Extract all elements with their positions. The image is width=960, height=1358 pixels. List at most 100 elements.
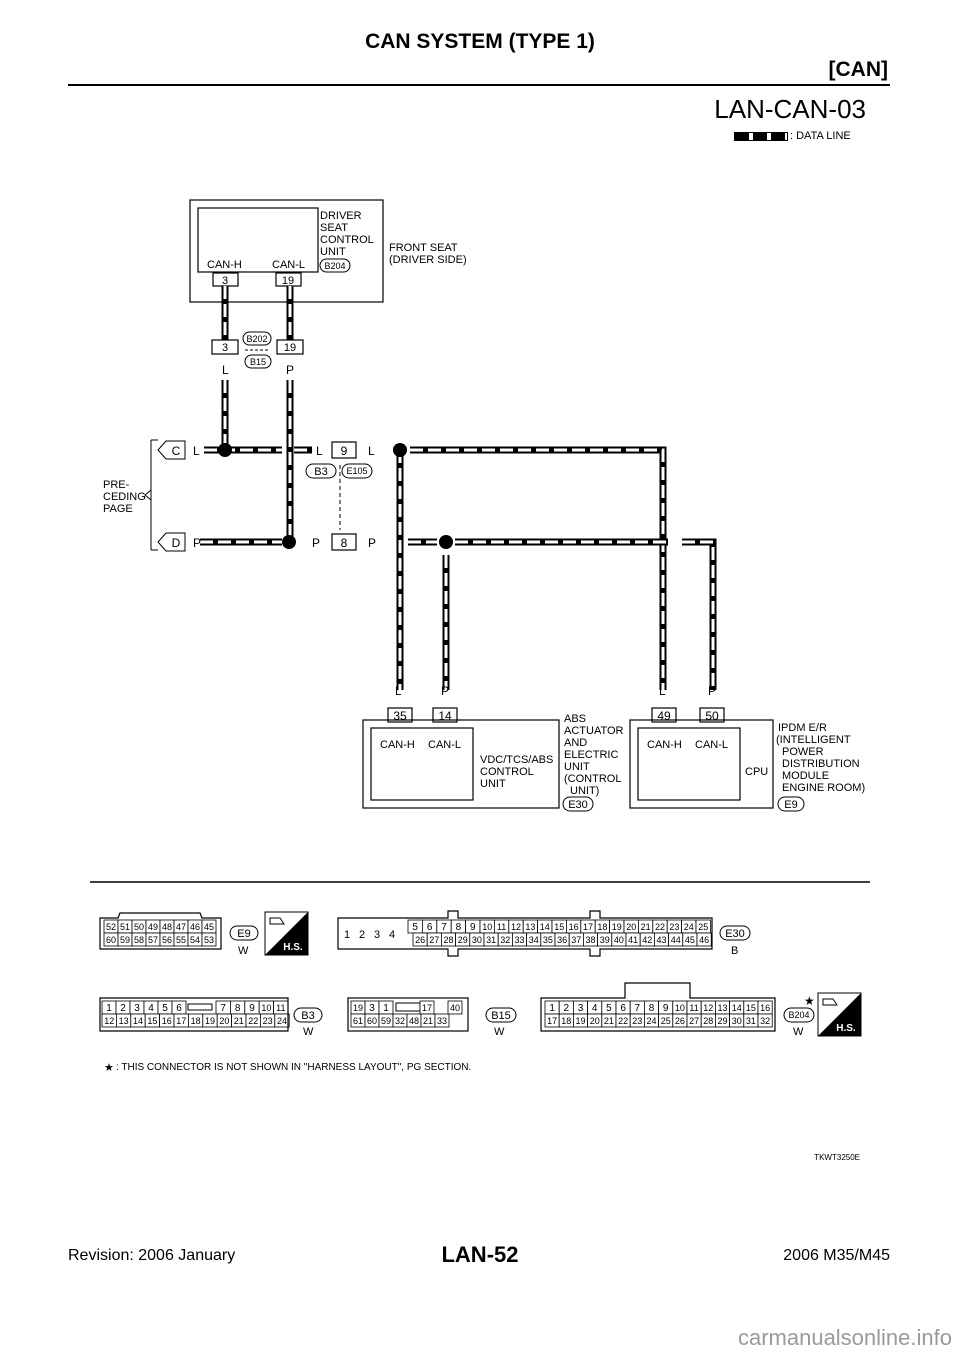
- hs-icon-label-2: H.S.: [836, 1023, 856, 1034]
- pin-e30-21: 21: [641, 922, 651, 932]
- pin-e30-35: 35: [543, 935, 553, 945]
- ipdm-can-h-label: CAN-H: [647, 739, 682, 751]
- b204-star-marker: ★: [804, 994, 815, 1008]
- pin-e30-37: 37: [571, 935, 581, 945]
- pin-e30-38: 38: [585, 935, 595, 945]
- driver-seat-pin-l: 19: [282, 275, 294, 287]
- pin-e9-49: 49: [148, 922, 158, 932]
- abs-can-h-label: CAN-H: [380, 739, 415, 751]
- e30-name: E30: [725, 928, 745, 940]
- pin-e30-30: 30: [472, 935, 482, 945]
- pin-e30-43: 43: [656, 935, 666, 945]
- wire-color-d-p: P: [193, 536, 201, 550]
- wire-color-c-l: L: [193, 444, 200, 458]
- pin-b3-24: 24: [277, 1016, 287, 1026]
- pin-e9-51: 51: [120, 922, 130, 932]
- pin-b204-27: 27: [689, 1016, 699, 1026]
- pin-e30-4: 4: [389, 929, 395, 941]
- preceding-label-line1: PRE-: [103, 479, 130, 491]
- footnote-text: : THIS CONNECTOR IS NOT SHOWN IN "HARNES…: [116, 1062, 471, 1073]
- pin-b3-10: 10: [261, 1003, 271, 1013]
- pin-b3-2: 2: [120, 1003, 126, 1014]
- ipdm-name-line3: POWER: [782, 746, 824, 758]
- wire-color-abs-p: P: [441, 684, 449, 698]
- pin-e30-27: 27: [429, 935, 439, 945]
- pin-e9-47: 47: [176, 922, 186, 932]
- pin-b204-13: 13: [717, 1003, 727, 1013]
- pin-b204-19: 19: [575, 1016, 585, 1026]
- pin-e9-59: 59: [120, 935, 130, 945]
- b15-color: W: [494, 1026, 505, 1038]
- pin-e30-2: 2: [359, 929, 365, 941]
- pin-b204-12: 12: [703, 1003, 713, 1013]
- pin-e30-7: 7: [441, 922, 447, 933]
- abs-unit-line3: UNIT: [480, 778, 506, 790]
- pin-e30-8: 8: [456, 922, 462, 933]
- b15-name: B15: [491, 1010, 511, 1022]
- abs-name-line5: UNIT: [564, 761, 590, 773]
- pin-b15-60: 60: [367, 1016, 377, 1026]
- hs-icon: H.S.: [264, 911, 309, 956]
- wire-color-8-left: P: [312, 536, 320, 550]
- pin-b3-7: 7: [220, 1003, 226, 1014]
- driver-seat-name-line2: SEAT: [320, 222, 348, 234]
- abs-unit-line2: CONTROL: [480, 766, 534, 778]
- header-divider: [68, 84, 890, 86]
- pin-b3-8: 8: [235, 1003, 241, 1014]
- pin-e9-46: 46: [190, 922, 200, 932]
- pin-e30-29: 29: [458, 935, 468, 945]
- ipdm-cpu-label: CPU: [745, 766, 768, 778]
- pin-b204-29: 29: [717, 1016, 727, 1026]
- pin-b204-30: 30: [732, 1016, 742, 1026]
- pin-b204-8: 8: [649, 1003, 655, 1014]
- data-line-legend-swatch: [734, 132, 788, 141]
- pin-b204-31: 31: [746, 1016, 756, 1026]
- pin-e30-33: 33: [514, 935, 524, 945]
- pin-b15-40: 40: [450, 1003, 460, 1013]
- diagram-code: TKWT3250E: [814, 1153, 860, 1162]
- pin-b204-3: 3: [578, 1003, 584, 1014]
- pin-b3-1: 1: [106, 1003, 112, 1014]
- pin-e30-17: 17: [583, 922, 593, 932]
- pin-e9-57: 57: [148, 935, 158, 945]
- pin-b3-5: 5: [162, 1003, 168, 1014]
- pin-e9-56: 56: [162, 935, 172, 945]
- pin-b204-32: 32: [760, 1016, 770, 1026]
- driver-seat-can-l-label: CAN-L: [272, 259, 305, 271]
- b202-pin-l: 3: [222, 342, 228, 354]
- pin-b204-6: 6: [620, 1003, 626, 1014]
- abs-name-line4: ELECTRIC: [564, 749, 618, 761]
- wire-color-9-left: L: [316, 444, 323, 458]
- footer-page-number: LAN-52: [441, 1242, 519, 1267]
- can-data-lines: [200, 286, 717, 690]
- splice-points: [218, 443, 453, 549]
- pin-b204-1: 1: [549, 1003, 555, 1014]
- ipdm-can-l-label: CAN-L: [695, 739, 728, 751]
- pin-b204-14: 14: [732, 1003, 742, 1013]
- pin-b15-19: 19: [353, 1003, 363, 1013]
- e9-color: W: [238, 945, 249, 957]
- b3-name: B3: [301, 1010, 314, 1022]
- pin-b204-28: 28: [703, 1016, 713, 1026]
- pin-b15-61: 61: [353, 1016, 363, 1026]
- pin-e30-34: 34: [529, 935, 539, 945]
- pin-e30-9: 9: [470, 922, 476, 933]
- pin-e30-25: 25: [698, 922, 708, 932]
- pin-e30-11: 11: [497, 922, 506, 932]
- pin-b204-15: 15: [746, 1003, 756, 1013]
- pin-b204-26: 26: [675, 1016, 685, 1026]
- b15-connector-id: B15: [250, 357, 266, 367]
- b204-color: W: [793, 1026, 804, 1038]
- footnote-star: ★: [104, 1062, 114, 1074]
- pin-b3-18: 18: [191, 1016, 201, 1026]
- e105-pin-9: 9: [341, 444, 348, 458]
- pin-e30-46: 46: [699, 935, 709, 945]
- pin-b15-3: 3: [369, 1003, 375, 1014]
- pin-e30-13: 13: [525, 922, 535, 932]
- abs-unit-line1: VDC/TCS/ABS: [480, 754, 553, 766]
- pin-b3-16: 16: [162, 1016, 172, 1026]
- abs-name-line3: AND: [564, 737, 587, 749]
